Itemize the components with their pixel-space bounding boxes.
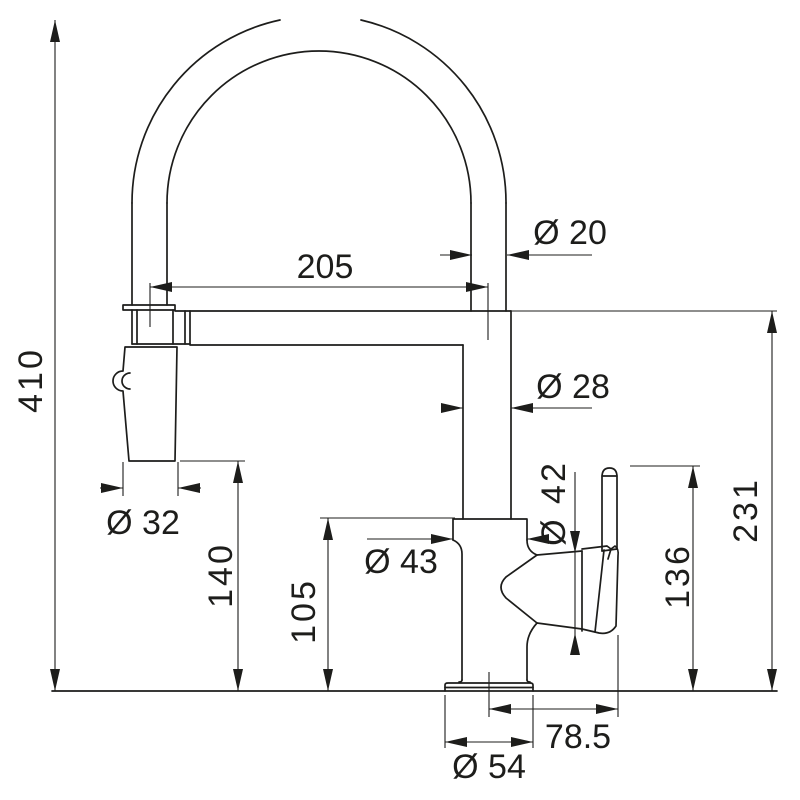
dim-label-spout-reach: 205 <box>297 248 354 286</box>
dim-label-handle-height: 136 <box>659 543 697 609</box>
dim-label-spray-head-clearance: 140 <box>202 542 240 608</box>
handle-lever <box>601 467 618 552</box>
dim-handle-height: 136 <box>630 465 700 691</box>
dim-spout-top-height: 231 <box>511 310 777 691</box>
riser-tube <box>462 310 512 520</box>
spray-head-holder <box>122 304 191 345</box>
dim-label-body-clearance: 105 <box>285 578 323 644</box>
cartridge-cap <box>581 545 620 635</box>
dim-label-spray-head-diameter: Ø 32 <box>106 504 180 542</box>
dim-body-collar-diameter: Ø 43 <box>364 534 549 581</box>
dim-body-clearance: 105 <box>285 517 455 691</box>
dim-spray-head-clearance: 140 <box>180 460 245 691</box>
spray-head <box>112 346 178 462</box>
dim-spray-head-diameter: Ø 32 <box>100 462 201 542</box>
dim-handle-projection: 78.5 <box>488 635 619 756</box>
faucet-outline <box>51 19 778 692</box>
dim-label-valve-body-diameter: Ø 42 <box>535 460 573 546</box>
dim-label-spout-top-height: 231 <box>727 477 765 543</box>
spring-hose-arc <box>131 19 507 312</box>
dim-spout-reach: 205 <box>149 248 489 340</box>
dim-label-overall-height: 410 <box>12 347 50 413</box>
dim-label-body-collar-diameter: Ø 43 <box>364 543 438 581</box>
dim-overall-height: 410 <box>12 20 61 691</box>
dim-label-hose-diameter: Ø 20 <box>533 214 607 252</box>
dim-spout-tube-diameter: Ø 28 <box>441 368 610 413</box>
dim-hose-diameter: Ø 20 <box>440 214 607 260</box>
dim-label-handle-projection: 78.5 <box>545 718 611 756</box>
spout-arm <box>174 310 512 346</box>
dim-base-diameter: Ø 54 <box>444 695 534 786</box>
dim-label-spout-tube-diameter: Ø 28 <box>536 368 610 406</box>
dim-label-base-diameter: Ø 54 <box>452 748 526 786</box>
dim-valve-body-diameter: Ø 42 <box>535 460 580 655</box>
dimensions: 410 205 Ø 20 Ø 28 Ø 32 1 <box>12 20 777 786</box>
